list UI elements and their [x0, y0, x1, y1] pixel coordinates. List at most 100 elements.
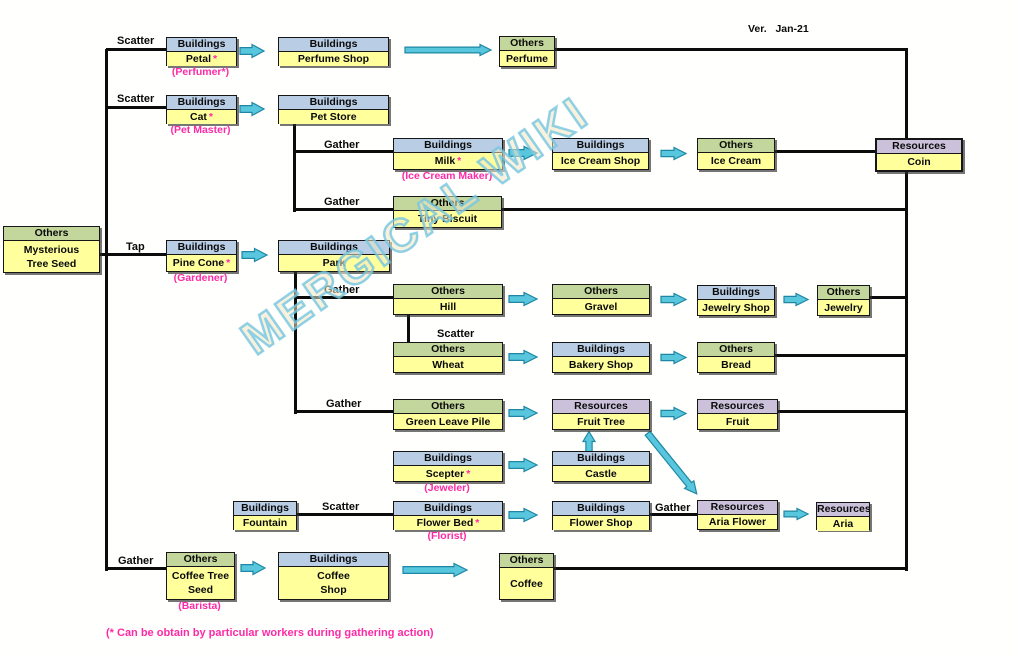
node-mysterious-tree-seed-category: Others: [4, 227, 99, 241]
arrow-scepter-to-castle-icon: [508, 457, 539, 473]
node-bread-category: Others: [698, 343, 774, 357]
node-milk-category: Buildings: [394, 139, 502, 153]
node-green-leave-pile-label: Green Leave Pile: [394, 414, 502, 429]
action-label-scatter-1: Scatter: [117, 93, 155, 105]
node-gravel-category: Others: [553, 285, 649, 299]
gatherable-star-icon: *: [466, 467, 471, 480]
action-label-gather-7: Gather: [326, 398, 362, 410]
node-bakery-shop-label: Bakery Shop: [553, 357, 649, 372]
arrow-wheat-to-bakeryshop-icon: [508, 349, 539, 365]
node-scepter-category: Buildings: [394, 452, 502, 466]
arrow-ariaflower-to-aria-icon: [783, 507, 810, 521]
arrow-perfumeshop-to-perfume-icon: [404, 43, 493, 57]
node-coffee-shop-category: Buildings: [279, 553, 388, 567]
arrow-hill-to-gravel-icon: [508, 291, 539, 307]
connector-jewelry-to-trunk: [868, 296, 908, 299]
node-ice-cream-shop-label: Ice Cream Shop: [553, 153, 648, 169]
node-tiny-biscuit-label: Tiny Biscuit: [394, 211, 501, 227]
node-perfume-category: Others: [500, 37, 554, 51]
action-label-gather-6: Gather: [324, 284, 360, 296]
node-cat-worker-note: (Pet Master): [170, 124, 231, 136]
node-coin-category: Resources: [877, 140, 961, 154]
arrow-greenleave-to-fruittree-icon: [508, 405, 539, 421]
arrow-gravel-to-jewelryshop-icon: [660, 292, 688, 306]
gatherable-star-icon: *: [226, 257, 231, 269]
node-aria-category: Resources: [817, 503, 869, 517]
connector-fountain-to-flowerbed: [295, 513, 393, 516]
connector-perfume-top: [553, 48, 908, 51]
arrow-bakeryshop-to-bread-icon: [660, 350, 688, 364]
node-flower-bed-category: Buildings: [394, 502, 502, 516]
action-label-tap-2: Tap: [126, 241, 145, 253]
action-label-scatter-9: Scatter: [322, 501, 360, 513]
action-label-gather-4: Gather: [324, 139, 360, 151]
arrow-fruittree-to-fruit-icon: [660, 406, 688, 420]
node-fountain-label: Fountain: [234, 516, 296, 530]
node-castle-label: Castle: [553, 466, 649, 481]
node-aria-flower-label: Aria Flower: [698, 515, 777, 529]
action-label-gather-10: Gather: [655, 502, 691, 514]
node-coffee-label: Coffee: [500, 568, 553, 599]
node-flower-bed-worker-note: (Florist): [427, 530, 467, 542]
arrow-fruittree-to-ariaflower-icon: [644, 429, 698, 495]
node-perfume-shop-category: Buildings: [279, 38, 388, 52]
connector-park-trunk: [294, 270, 297, 414]
arrow-castle-to-fruittree-icon: [581, 429, 597, 452]
node-jewelry-category: Others: [818, 286, 869, 300]
node-cat-category: Buildings: [167, 96, 236, 110]
arrow-milk-to-icecreamshop-icon: [508, 145, 539, 161]
node-aria-flower-category: Resources: [698, 501, 777, 515]
connector-petal-row: [106, 48, 166, 51]
node-hill-label: Hill: [394, 299, 502, 314]
node-hill-category: Others: [394, 285, 502, 299]
node-petal-label: Petal*: [167, 52, 236, 66]
connector-flowershop-to-ariaflower: [648, 513, 697, 516]
node-fruit-category: Resources: [698, 400, 777, 414]
node-pine-cone-category: Buildings: [167, 241, 236, 255]
node-fruit-tree-category: Resources: [553, 400, 649, 414]
node-fountain-category: Buildings: [234, 502, 296, 516]
action-label-scatter-8: Scatter: [437, 328, 475, 340]
node-ice-cream-shop-category: Buildings: [553, 139, 648, 153]
node-coffee-tree-seed-category: Others: [167, 553, 234, 567]
arrow-icecreamshop-to-icecream-icon: [660, 146, 688, 160]
node-jewelry-shop-category: Buildings: [698, 286, 774, 300]
action-label-gather-5: Gather: [324, 196, 360, 208]
arrow-coffeeshop-to-coffee-icon: [402, 562, 469, 578]
node-ice-cream-label: Ice Cream: [698, 153, 774, 169]
node-fruit-label: Fruit: [698, 414, 777, 429]
node-petal-worker-note: (Perfumer*): [171, 66, 230, 78]
arrow-cat-to-petstore-icon: [239, 101, 266, 117]
node-perfume-label: Perfume: [500, 51, 554, 66]
action-label-gather-3: Gather: [118, 555, 154, 567]
node-bakery-shop-category: Buildings: [553, 343, 649, 357]
node-scepter-label: Scepter*: [394, 466, 502, 481]
node-coin-label: Coin: [877, 154, 961, 170]
node-milk-label: Milk*: [394, 153, 502, 169]
node-coffee-tree-seed-worker-note: (Barista): [178, 600, 221, 612]
connector-petstore-trunk: [293, 122, 296, 212]
connector-coffee-to-trunk: [552, 567, 908, 570]
node-wheat-label: Wheat: [394, 357, 502, 372]
connector-hill-to-wheat: [407, 313, 410, 343]
